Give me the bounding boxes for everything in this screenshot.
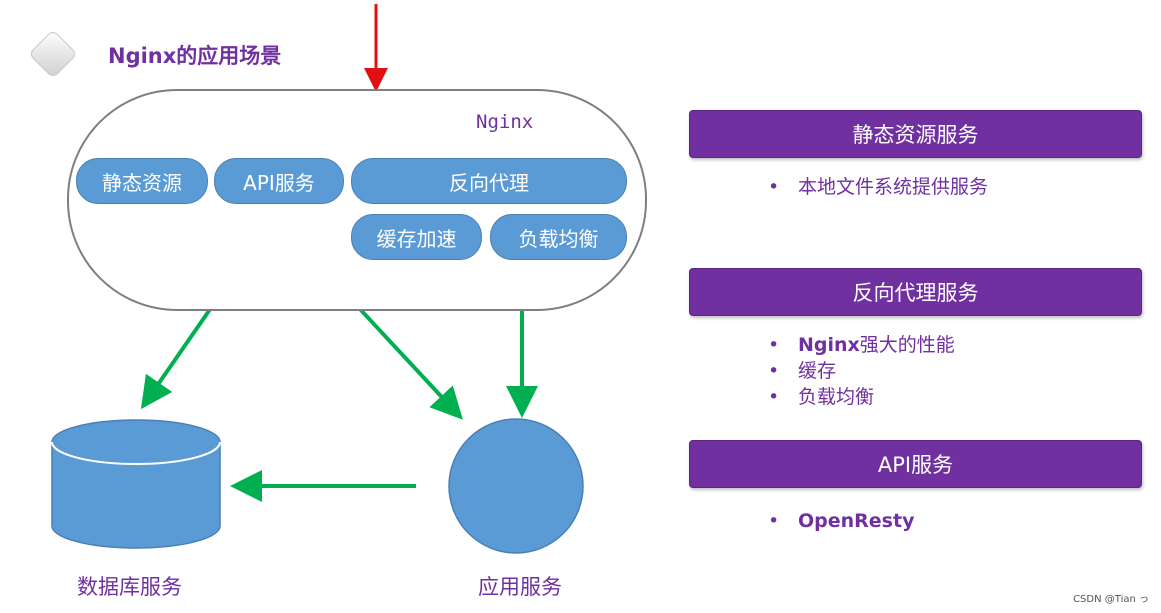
static-service-bullets: •本地文件系统提供服务 bbox=[768, 174, 988, 200]
list-item: •缓存 bbox=[768, 360, 837, 382]
app-server-circle bbox=[448, 418, 584, 554]
cache-acceleration-module: 缓存加速 bbox=[351, 214, 482, 260]
api-service-panel-header: API服务 bbox=[689, 440, 1142, 488]
list-item: •负载均衡 bbox=[768, 386, 875, 408]
nginx-label: Nginx bbox=[476, 111, 534, 133]
page-title: Nginx的应用场景 bbox=[108, 44, 282, 68]
api-service-module: API服务 bbox=[214, 158, 344, 204]
api-service-bullets: •OpenResty bbox=[768, 508, 914, 534]
diamond-decoration bbox=[30, 31, 76, 77]
list-item: •本地文件系统提供服务 bbox=[768, 176, 989, 198]
reverse-proxy-bullets: •Nginx强大的性能 •缓存 •负载均衡 bbox=[768, 332, 955, 410]
static-resource-module: 静态资源 bbox=[76, 158, 208, 204]
reverse-proxy-panel-header: 反向代理服务 bbox=[689, 268, 1142, 316]
database-cylinder bbox=[51, 419, 221, 549]
app-service-label: 应用服务 bbox=[478, 575, 562, 599]
list-item: •OpenResty bbox=[768, 510, 915, 532]
watermark: CSDN @Tian っ bbox=[1073, 594, 1149, 605]
database-service-label: 数据库服务 bbox=[77, 575, 182, 599]
load-balance-module: 负载均衡 bbox=[490, 214, 627, 260]
static-service-panel-header: 静态资源服务 bbox=[689, 110, 1142, 158]
reverse-proxy-module: 反向代理 bbox=[351, 158, 627, 204]
list-item: •Nginx强大的性能 bbox=[768, 334, 955, 356]
